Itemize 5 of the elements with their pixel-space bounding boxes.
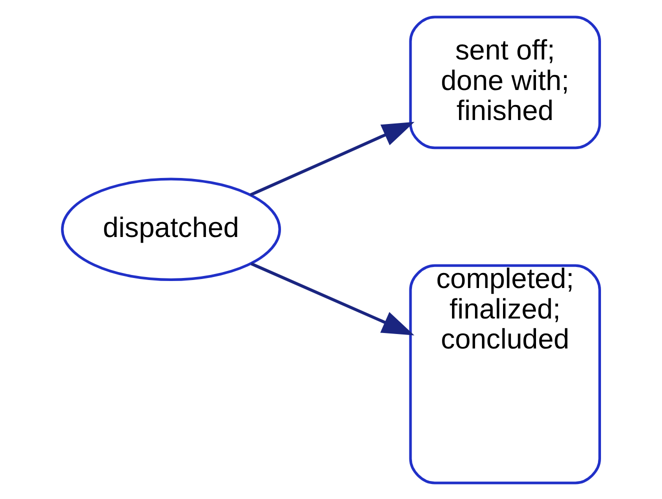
node-ellipse: dispatched — [61, 177, 281, 280]
arrow — [250, 262, 414, 335]
node-box: sent off; done with; finished — [409, 15, 601, 149]
arrow — [250, 121, 414, 196]
node-box: completed; finalized; concluded — [409, 264, 601, 484]
